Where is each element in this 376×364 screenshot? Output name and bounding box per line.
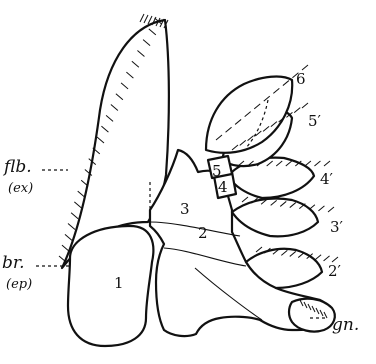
- number-2-prime: 2′: [328, 262, 342, 280]
- number-2: 2: [198, 224, 208, 242]
- number-6: 6: [296, 70, 306, 88]
- number-4: 4: [218, 178, 228, 196]
- number-1: 1: [114, 274, 124, 292]
- number-3-prime: 3′: [330, 218, 344, 236]
- label-br: br.: [2, 253, 25, 273]
- number-5: 5: [212, 162, 222, 180]
- number-5-prime: 5′: [308, 112, 322, 130]
- gnathobase: [289, 299, 335, 332]
- gnathobase-outline: [289, 299, 335, 332]
- label-ep: (ep): [6, 277, 32, 292]
- label-ex: (ex): [8, 181, 33, 196]
- label-gn: gn.: [332, 315, 359, 335]
- bract: [68, 226, 153, 346]
- number-3: 3: [180, 200, 190, 218]
- number-4-prime: 4′: [320, 170, 334, 188]
- label-flb: flb.: [2, 157, 32, 177]
